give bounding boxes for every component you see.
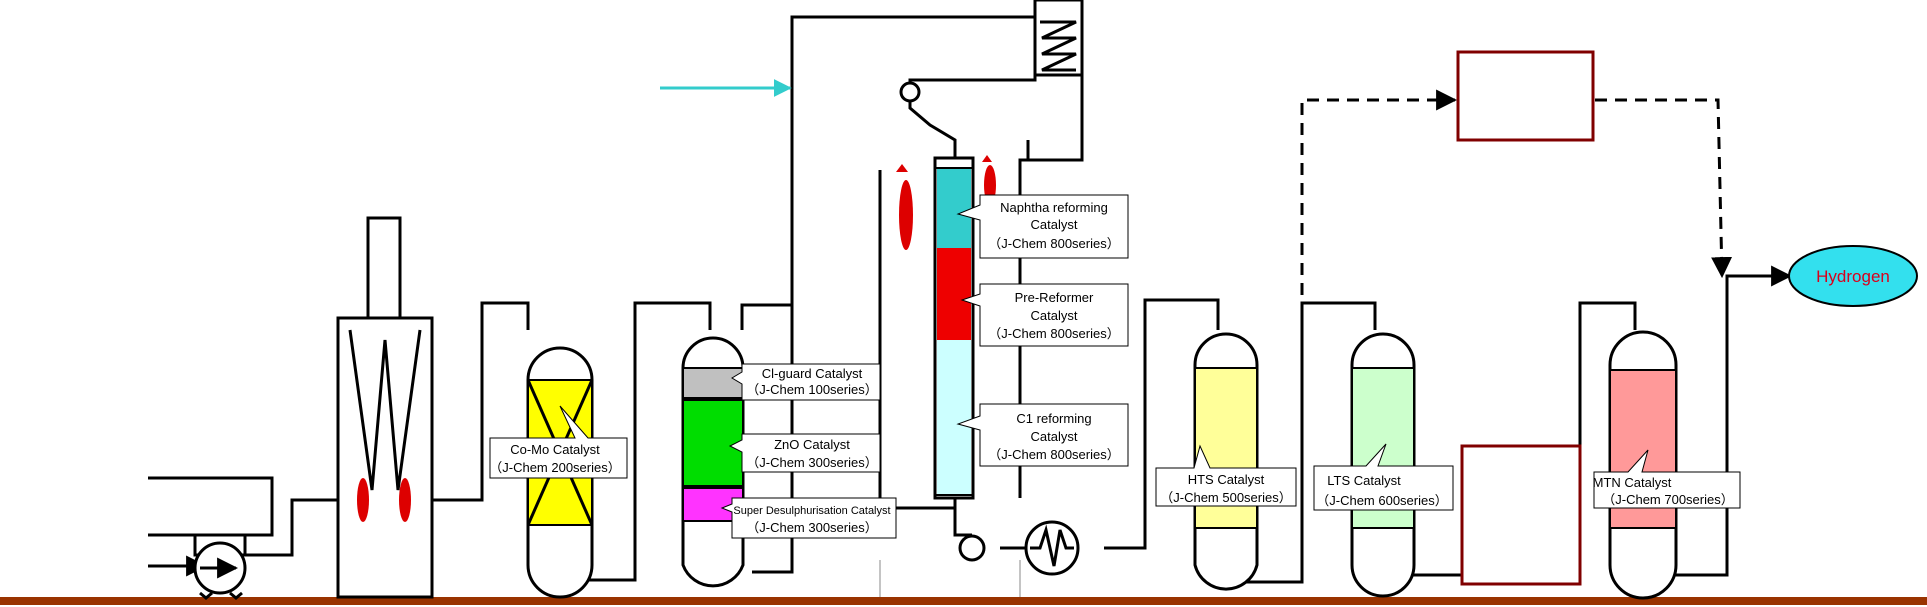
psa-unit-top (1456, 50, 1595, 142)
prereformer-callout: Pre-Reformer Catalyst （J-Chem 800series） (960, 283, 1129, 347)
prereformer-catalyst-bed (937, 248, 971, 340)
naphtha-callout: Naphtha reforming Catalyst （J-Chem 800se… (956, 194, 1129, 259)
como-callout-line2: （J-Chem 200series） (489, 460, 621, 475)
superdesulph-callout: Super Desulphurisation Catalyst （J-Chem … (720, 497, 897, 539)
c1-callout-line2: Catalyst (1031, 429, 1078, 444)
dashed-bypass-line (1300, 89, 1458, 295)
desulphurisation-vessel (681, 336, 745, 588)
hts-callout-line1: HTS Catalyst (1188, 472, 1265, 487)
prereformer-callout-line1: Pre-Reformer (1015, 290, 1094, 305)
c1-callout-line1: C1 reforming (1016, 411, 1091, 426)
naphtha-catalyst-bed (937, 168, 971, 248)
reformer-outlet-pump (958, 534, 986, 562)
superdesulph-callout-line2: （J-Chem 300series） (746, 520, 878, 535)
heat-exchanger (1024, 520, 1080, 576)
zno-callout-line2: （J-Chem 300series） (746, 455, 878, 470)
mtn-callout: MTN Catalyst （J-Chem 700series） (1593, 449, 1741, 509)
lts-callout-line2: （J-Chem 600series） (1316, 493, 1448, 508)
lts-callout-line1: LTS Catalyst (1327, 473, 1401, 488)
mtn-callout-line2: （J-Chem 700series） (1602, 492, 1734, 507)
feed-pump (193, 533, 247, 600)
ground-line (0, 597, 1927, 605)
clguard-callout: Cl-guard Catalyst （J-Chem 100series） (731, 363, 881, 401)
dashed-return-line (1595, 98, 1733, 279)
reformer-tube (933, 156, 975, 500)
prereformer-callout-line3: （J-Chem 800series） (988, 326, 1120, 341)
c1-callout-line3: （J-Chem 800series） (988, 447, 1120, 462)
clguard-callout-line1: Cl-guard Catalyst (762, 366, 863, 381)
superdesulph-callout-line1: Super Desulphurisation Catalyst (733, 505, 890, 517)
como-callout: Co-Mo Catalyst （J-Chem 200series） (489, 405, 628, 479)
hydrogen-label: Hydrogen (1816, 267, 1890, 286)
zno-callout: ZnO Catalyst （J-Chem 300series） (728, 433, 881, 473)
prereformer-callout-line2: Catalyst (1031, 308, 1078, 323)
hts-callout: HTS Catalyst （J-Chem 500series） (1155, 444, 1297, 507)
convection-coil (1033, 0, 1084, 77)
fired-heater (336, 216, 434, 599)
knockout-drum (899, 81, 921, 103)
naphtha-callout-line2: Catalyst (1031, 217, 1078, 232)
reformer-support-lines (879, 560, 1021, 597)
co2-removal-box (1460, 444, 1582, 586)
clguard-callout-line2: （J-Chem 100series） (746, 382, 878, 397)
como-callout-line1: Co-Mo Catalyst (510, 442, 600, 457)
clguard-catalyst-bed (682, 367, 744, 399)
lts-reactor (1350, 332, 1416, 598)
heater-burner-flames (357, 478, 411, 522)
mtn-callout-line1: MTN Catalyst (1593, 475, 1672, 490)
hts-callout-line2: （J-Chem 500series） (1160, 490, 1292, 505)
c1-callout: C1 reforming Catalyst （J-Chem 800series） (956, 403, 1129, 467)
zno-callout-line1: ZnO Catalyst (774, 437, 850, 452)
naphtha-callout-line3: （J-Chem 800series） (988, 236, 1120, 251)
c1-catalyst-bed (937, 340, 971, 495)
hydrogen-product-node (1788, 245, 1918, 307)
lts-callout: LTS Catalyst （J-Chem 600series） (1313, 443, 1454, 511)
naphtha-callout-line1: Naphtha reforming (1000, 200, 1108, 215)
zno-catalyst-bed (682, 399, 744, 487)
